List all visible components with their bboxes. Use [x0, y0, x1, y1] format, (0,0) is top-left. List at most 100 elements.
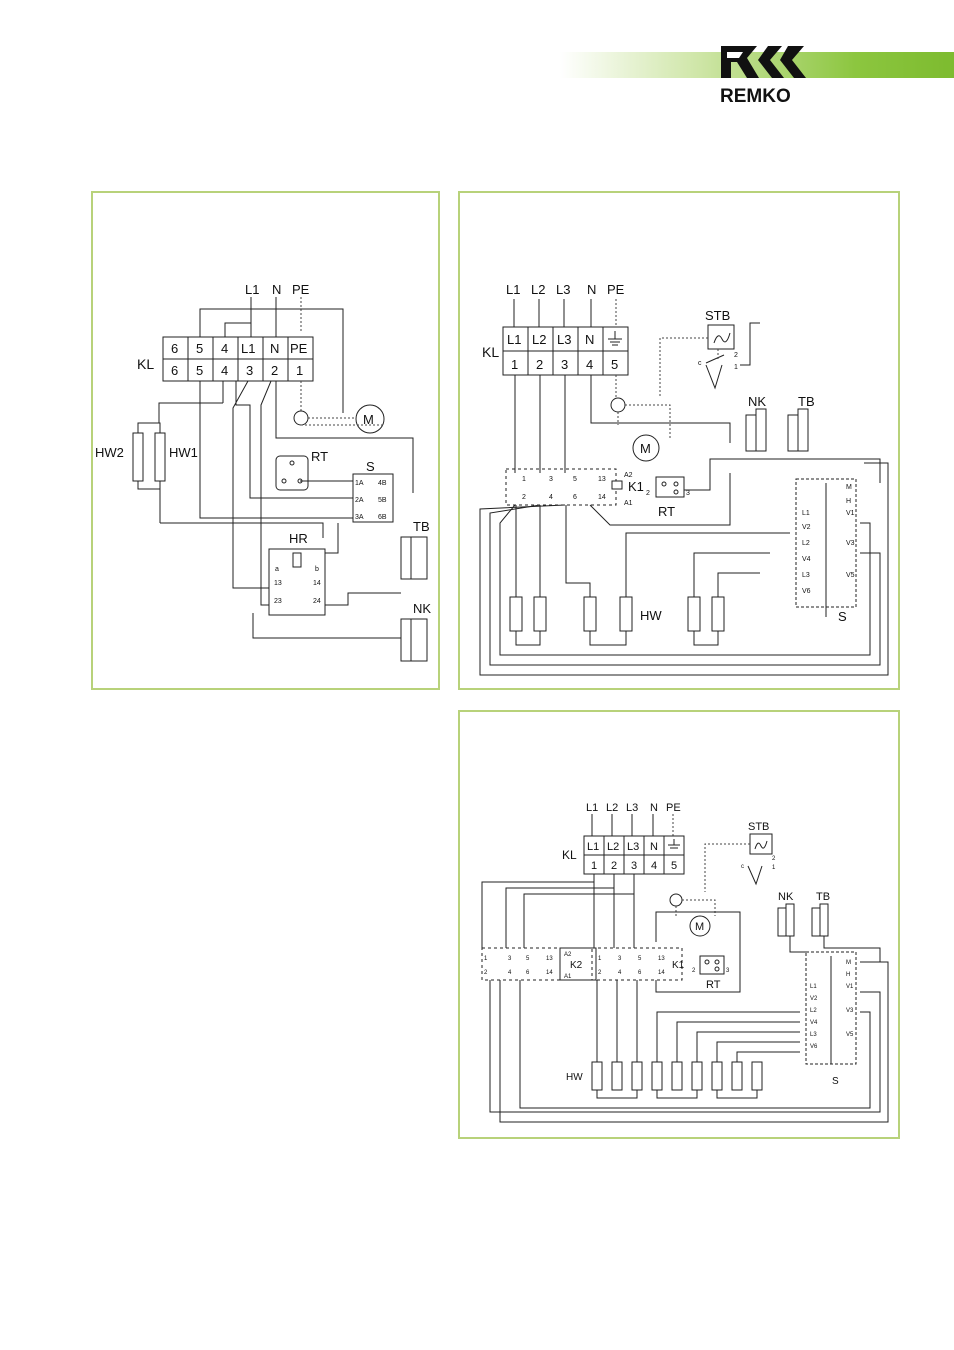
- svg-text:A1: A1: [624, 500, 633, 507]
- heater-bank: [591, 1061, 763, 1091]
- terminal-label: L3: [557, 332, 571, 347]
- svg-text:V4: V4: [810, 1020, 818, 1026]
- relay-label: HR: [289, 531, 308, 546]
- svg-text:L2: L2: [802, 540, 810, 547]
- heater-element: [687, 596, 701, 632]
- room-thermostat-rt: [655, 476, 685, 498]
- contactor-k2-coil: [559, 947, 597, 981]
- tb-label: TB: [798, 394, 815, 409]
- supply-label: L2: [606, 802, 618, 814]
- ground-terminal-icon: [610, 397, 626, 413]
- svg-text:V5: V5: [846, 572, 855, 579]
- thermostat-nk-icon: [745, 414, 757, 452]
- svg-text:5: 5: [526, 956, 530, 962]
- svg-text:M: M: [846, 484, 852, 491]
- terminal-number: 4: [586, 357, 593, 372]
- heater-label: HW: [640, 608, 662, 623]
- room-thermostat-label: RT: [311, 449, 328, 464]
- supply-label: L3: [556, 282, 570, 297]
- svg-text:5: 5: [573, 476, 577, 483]
- terminal-number: 3: [246, 363, 253, 378]
- svg-text:4: 4: [508, 970, 512, 976]
- svg-text:3: 3: [508, 956, 512, 962]
- svg-text:6: 6: [638, 970, 642, 976]
- terminal-label: L1: [241, 341, 255, 356]
- terminal-number: 5: [611, 357, 618, 372]
- svg-text:V1: V1: [846, 984, 854, 990]
- svg-text:M: M: [846, 960, 851, 966]
- logo-wordmark: REMKO: [720, 86, 791, 107]
- switch-s: [352, 473, 394, 523]
- motor-icon: [689, 915, 711, 937]
- svg-text:13: 13: [546, 956, 553, 962]
- svg-text:5: 5: [638, 956, 642, 962]
- svg-text:L2: L2: [810, 1008, 817, 1014]
- supply-label: PE: [607, 282, 625, 297]
- room-thermostat-rt: [699, 955, 725, 975]
- svg-text:V3: V3: [846, 1008, 854, 1014]
- switch-contact: 6B: [378, 514, 387, 521]
- svg-text:3: 3: [618, 956, 622, 962]
- switch-label: S: [366, 459, 375, 474]
- svg-text:2: 2: [484, 970, 488, 976]
- svg-text:V4: V4: [802, 556, 811, 563]
- svg-text:c: c: [698, 360, 702, 367]
- svg-text:2: 2: [522, 494, 526, 501]
- svg-text:a: a: [275, 566, 279, 573]
- svg-text:13: 13: [658, 956, 665, 962]
- terminal-label: PE: [290, 341, 308, 356]
- terminal-label: N: [650, 841, 658, 853]
- svg-text:A2: A2: [624, 472, 633, 479]
- switch-label: S: [838, 609, 847, 624]
- svg-text:V6: V6: [802, 588, 811, 595]
- terminal-label: L2: [532, 332, 546, 347]
- svg-text:14: 14: [658, 970, 665, 976]
- switch-contact: 4B: [378, 480, 387, 487]
- heater-element-hw1: [154, 432, 166, 482]
- terminal-label: 6: [171, 341, 178, 356]
- terminal-number: 1: [296, 363, 303, 378]
- terminal-label: 4: [221, 341, 228, 356]
- svg-text:L3: L3: [802, 572, 810, 579]
- terminal-label: L1: [587, 841, 599, 853]
- svg-text:2: 2: [734, 352, 738, 359]
- motor-label: M: [640, 441, 651, 456]
- contactor-k2-label: K2: [570, 960, 583, 971]
- supply-label: L1: [245, 282, 259, 297]
- stb-label: STB: [748, 821, 769, 833]
- tb-label: TB: [413, 519, 430, 534]
- svg-text:3: 3: [549, 476, 553, 483]
- svg-text:6: 6: [526, 970, 530, 976]
- terminal-label: L1: [507, 332, 521, 347]
- terminal-block-label: KL: [137, 356, 154, 372]
- wiring-diagram-three-phase-k1-k2: L1 L2 L3 N PE KL L1 L2 L3 N 1 2 3 4 5: [458, 710, 900, 1139]
- svg-text:2: 2: [646, 490, 650, 497]
- logo-mark-icon: [721, 46, 806, 78]
- supply-label: N: [587, 282, 596, 297]
- svg-text:L1: L1: [810, 984, 817, 990]
- svg-text:14: 14: [313, 580, 321, 587]
- switch-contact: 1A: [355, 480, 364, 487]
- svg-text:V1: V1: [846, 510, 855, 517]
- thermostat-nk-icon: [400, 618, 412, 662]
- nk-label: NK: [748, 394, 766, 409]
- terminal-block-label: KL: [562, 848, 577, 862]
- svg-text:A2: A2: [564, 952, 572, 958]
- svg-text:1: 1: [598, 956, 602, 962]
- terminal-number: 1: [511, 357, 518, 372]
- svg-text:1: 1: [522, 476, 526, 483]
- terminal-label: 5: [196, 341, 203, 356]
- heater-label: HW: [566, 1072, 583, 1083]
- svg-text:14: 14: [598, 494, 606, 501]
- svg-text:24: 24: [313, 598, 321, 605]
- ground-icon: [668, 839, 680, 849]
- heater-element: [583, 596, 597, 632]
- svg-text:V3: V3: [846, 540, 855, 547]
- svg-text:L1: L1: [802, 510, 810, 517]
- svg-text:2: 2: [598, 970, 602, 976]
- terminal-number: 2: [536, 357, 543, 372]
- svg-text:c: c: [741, 864, 744, 870]
- svg-text:4: 4: [549, 494, 553, 501]
- supply-label: N: [650, 802, 658, 814]
- svg-text:23: 23: [274, 598, 282, 605]
